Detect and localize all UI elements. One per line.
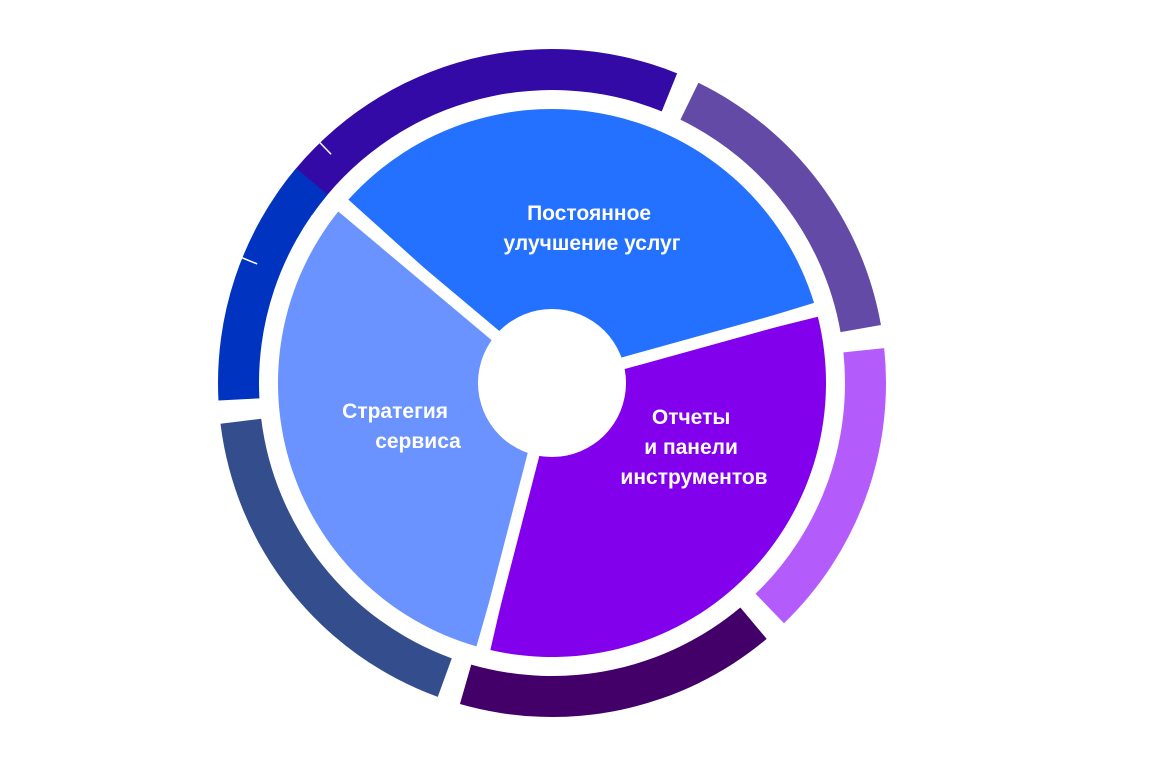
service-strategy-segment: [278, 203, 552, 647]
inner-pie: [278, 108, 826, 657]
outer-indigo-arc: [278, 48, 678, 215]
outer-lavender-arc: [680, 82, 881, 333]
outer-slate-arc: [220, 418, 452, 697]
outer-ring: [218, 48, 886, 717]
label-service-strategy: Стратегия сервиса: [342, 400, 461, 453]
outer-royal-blue-arc: [218, 168, 328, 401]
continuous-improvement-segment: [348, 108, 815, 383]
ring-tick-mark: [319, 142, 332, 155]
label-reports-dashboards: Отчеты и панели инструментов: [620, 406, 767, 489]
segment-labels: Постоянное улучшение услуг Отчеты и пане…: [342, 202, 768, 489]
label-continuous-improvement: Постоянное улучшение услуг: [504, 202, 681, 255]
center-hole: [478, 309, 626, 457]
outer-light-purple-arc: [755, 348, 886, 624]
ring-tick-mark: [242, 257, 258, 265]
outer-dark-purple-arc: [459, 607, 767, 717]
